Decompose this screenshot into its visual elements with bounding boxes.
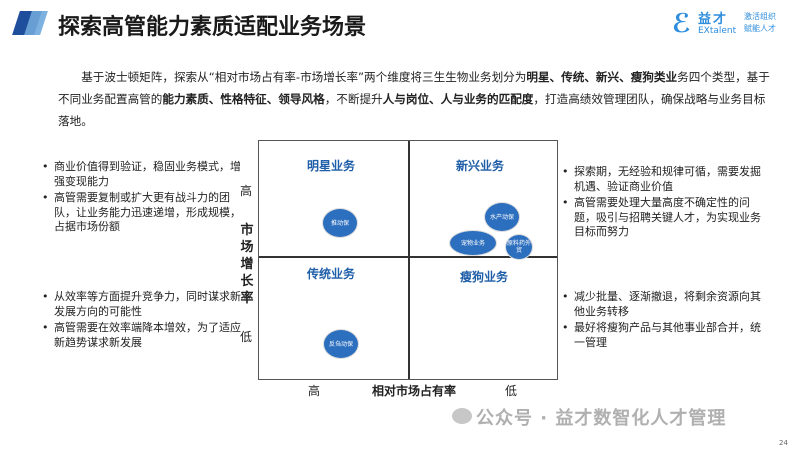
- intro-bold-2: 能力素质、性格特征、领导风格: [162, 92, 325, 106]
- logo-en-text: EXtalent: [698, 26, 737, 36]
- notes-traditional: 从效率等方面提升竞争力，同时谋求新发展方向的可能性 高管需要在效率端降本增效，为…: [42, 290, 242, 352]
- note-item: 高管需要在效率端降本增效，为了适应新趋势谋求新发展: [42, 321, 242, 350]
- logo-mark-icon: ℰ: [672, 9, 691, 39]
- note-item: 高管需要复制或扩大更有战斗力的团队，让业务能力迅速递增，形成规模，占据市场份额: [42, 191, 242, 235]
- quadrant-emerging-label: 新兴业务: [456, 159, 505, 173]
- logo-slogan-line-1: 激活组织: [744, 12, 776, 21]
- intro-text-3: ，不断提升: [324, 92, 383, 106]
- intro-paragraph: 基于波士顿矩阵，探索从“相对市场占有率-市场增长率”两个维度将三生生物业务划分为…: [58, 66, 776, 132]
- note-item: 商业价值得到验证，稳固业务模式，增强变现能力: [42, 160, 242, 189]
- notes-star: 商业价值得到验证，稳固业务模式，增强变现能力 高管需要复制或扩大更有战斗力的团队…: [42, 160, 242, 237]
- note-item: 减少批量、逐渐撤退，将剩余资源向其他业务转移: [562, 290, 762, 319]
- matrix-horizontal-divider: [259, 256, 557, 258]
- notes-emerging: 探索期，无经验和规律可循，需要发掘机遇、验证商业价值 高管需要处理大量高度不确定…: [562, 165, 766, 242]
- business-bubble: 推动保: [322, 208, 358, 238]
- logo-slogan-line-2: 赋能人才: [744, 24, 776, 33]
- note-item: 从效率等方面提升竞争力，同时谋求新发展方向的可能性: [42, 290, 242, 319]
- watermark-text: 公众号 · 益才数智化人才管理: [476, 408, 727, 429]
- quadrant-star-label: 明星业务: [307, 159, 356, 173]
- y-axis-low-label: 低: [240, 330, 253, 344]
- note-item: 探索期，无经验和规律可循，需要发掘机遇、验证商业价值: [562, 165, 766, 194]
- notes-dog: 减少批量、逐渐撤退，将剩余资源向其他业务转移 最好将瘦狗产品与其他事业部合并，统…: [562, 290, 762, 352]
- page-title: 探索高管能力素质适配业务场景: [58, 15, 367, 40]
- title-accent-icon: [12, 11, 48, 35]
- quadrant-traditional-label: 传统业务: [307, 267, 356, 281]
- y-axis-high-label: 高: [240, 184, 253, 198]
- intro-text-4: ，打造高绩效管理团队，确保战略与业务目标落地。: [58, 92, 766, 128]
- business-bubble: 宠物业务: [449, 230, 497, 256]
- wechat-icon: [452, 408, 472, 424]
- x-axis-high-label: 高: [308, 384, 321, 398]
- matrix-vertical-divider: [408, 141, 410, 379]
- x-axis-low-label: 低: [505, 384, 518, 398]
- quadrant-dog-label: 瘦狗业务: [460, 270, 509, 284]
- note-item: 最好将瘦狗产品与其他事业部合并，统一管理: [562, 321, 762, 350]
- page-number: 24: [779, 439, 788, 447]
- logo-cn-text: 益才: [698, 12, 729, 27]
- business-bubble: 原料药外贸: [505, 234, 533, 260]
- intro-text-1: 基于波士顿矩阵，探索从“相对市场占有率-市场增长率”两个维度将三生生物业务划分为: [81, 70, 527, 84]
- intro-text-2: 务四个类型，基于不同业务配置高管的: [58, 70, 770, 106]
- business-bubble: 水产动保: [484, 202, 520, 232]
- bcg-matrix: 明星业务 新兴业务 传统业务 瘦狗业务 推动保 水产动保 宠物业务 原料药外贸 …: [258, 140, 558, 380]
- intro-bold-1: 明星、传统、新兴、瘦狗类业: [526, 70, 678, 84]
- brand-logo: ℰ 益才 EXtalent 激活组织 赋能人才: [672, 8, 782, 44]
- x-axis-title: 相对市场占有率: [372, 384, 457, 398]
- intro-bold-3: 人与岗位、人与业务的匹配度: [382, 92, 534, 106]
- y-axis-title: 市场增长率: [240, 223, 254, 306]
- note-item: 高管需要处理大量高度不确定性的问题，吸引与招聘关键人才，为实现业务目标而努力: [562, 196, 766, 240]
- business-bubble: 反刍动保: [323, 329, 359, 359]
- logo-slogan: 激活组织 赋能人才: [744, 11, 784, 35]
